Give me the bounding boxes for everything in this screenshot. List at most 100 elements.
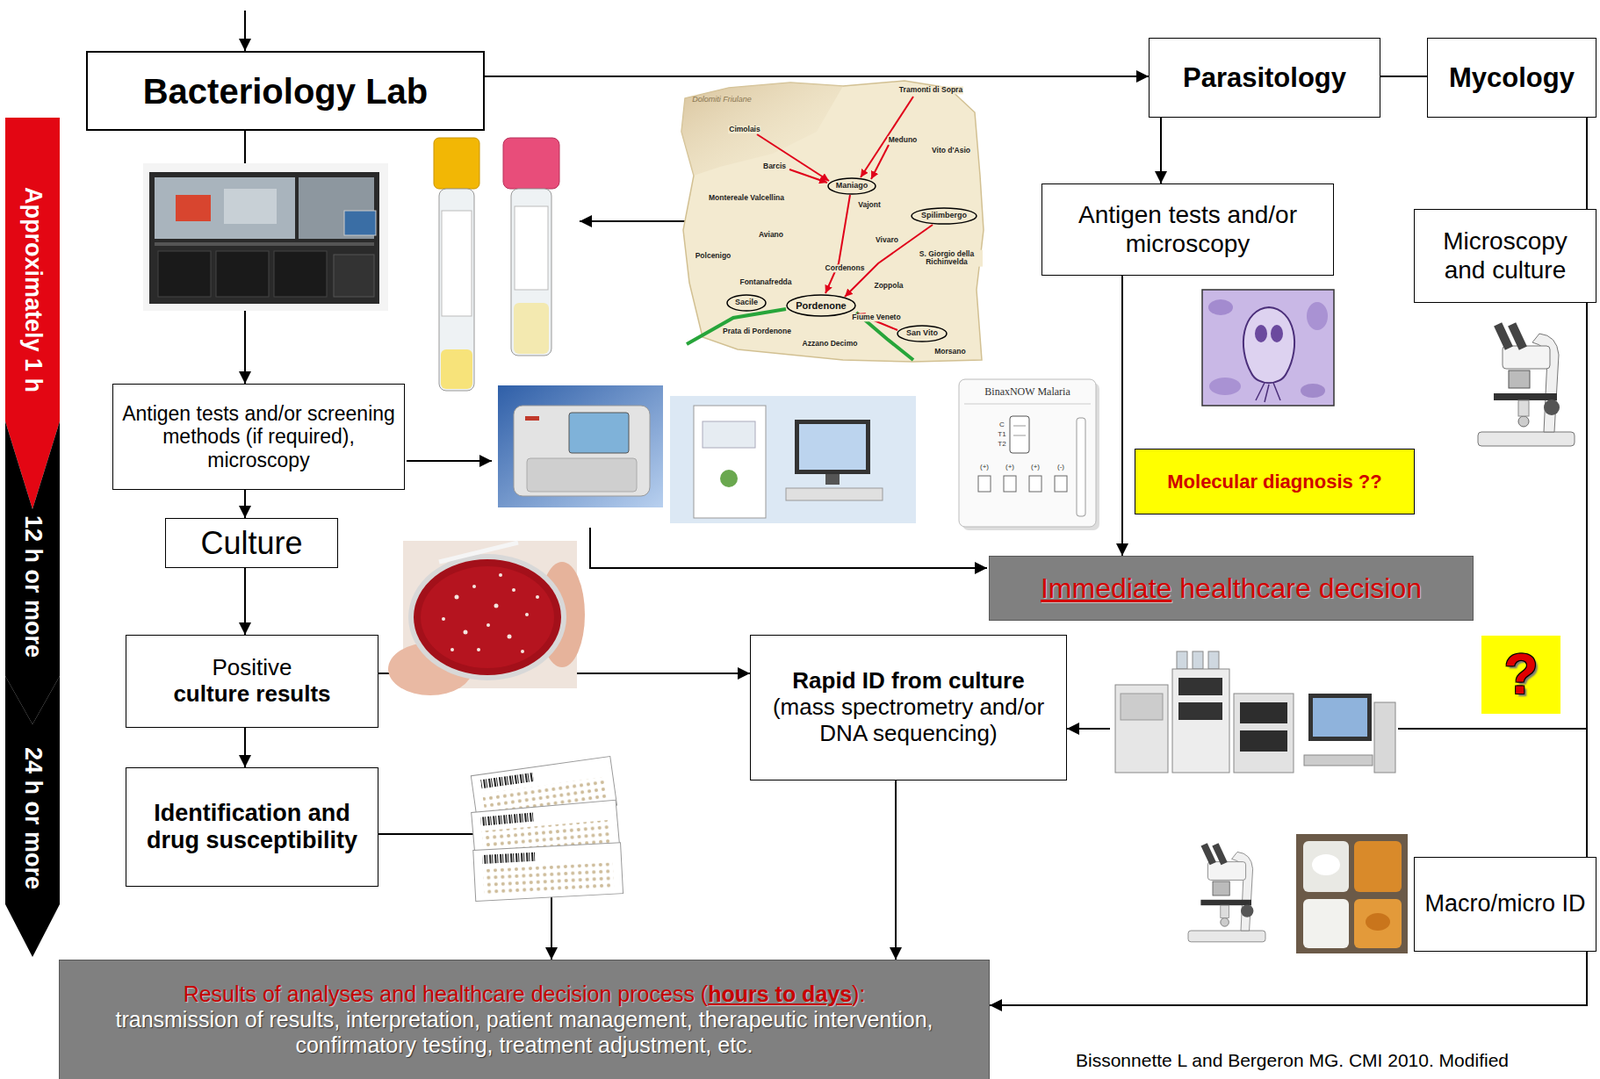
swab-tubes <box>433 137 560 391</box>
box-text: Culture <box>200 525 303 562</box>
box-text: ? <box>1503 642 1538 708</box>
card-mark: (-) <box>1057 463 1065 472</box>
malaria-test-card <box>958 379 1100 531</box>
map-label: Prata di Pordenone <box>721 327 793 336</box>
arrow-outline <box>5 676 60 958</box>
box-text: Rapid ID from culture(mass spectrometry … <box>763 668 1054 748</box>
map-label: Aviano <box>757 230 785 239</box>
box-text: Molecular diagnosis ?? <box>1167 470 1382 493</box>
microscope-frame <box>1175 834 1278 952</box>
text-line: Antigen tests and/or screening methods (… <box>122 402 396 472</box>
arrow-outline <box>5 421 60 725</box>
time-arrow: 12 h or more <box>5 421 60 725</box>
connector-arrow <box>244 568 246 635</box>
box-label: ? <box>1503 642 1538 707</box>
question-box: ? <box>1481 635 1561 714</box>
box-label: Identification and drug susceptibility <box>146 800 358 854</box>
box-text: Antigen tests and/or microscopy <box>1051 201 1325 258</box>
map-label: Montereale Valcellina <box>707 194 786 202</box>
process-box: Rapid ID from culture(mass spectrometry … <box>749 634 1067 781</box>
box-label: healthcare decision <box>1179 572 1422 605</box>
box-label: Antigen tests and/or microscopy <box>1078 201 1298 257</box>
id-card-strips <box>470 756 623 902</box>
map-label: Cordenons <box>824 264 866 273</box>
connector-arrow <box>244 727 246 768</box>
instrument-arrow <box>406 460 492 462</box>
text-line: Positive <box>172 655 331 682</box>
box-label: transmission of results, interpretation,… <box>115 1007 933 1058</box>
caption: Bissonnette L and Bergeron MG. CMI 2010.… <box>1075 1050 1509 1072</box>
box-label: Antigen tests and/or screening methods (… <box>122 402 396 472</box>
box-label: Molecular diagnosis ?? <box>1167 470 1382 493</box>
map-label: S. Giorgio della Richinvelda <box>910 250 983 267</box>
process-box: Macro/micro ID <box>1413 857 1597 952</box>
lab-box: Mycology <box>1427 37 1597 118</box>
text-line: Bacteriology Lab <box>143 71 429 112</box>
box-text: Identification and drug susceptibility <box>135 800 369 855</box>
map-label: Barcis <box>762 162 787 171</box>
box-text: Macro/micro ID <box>1424 890 1586 918</box>
card-mark: C <box>999 421 1005 430</box>
lab-box: Parasitology <box>1148 37 1381 118</box>
box-text: Parasitology <box>1182 62 1347 94</box>
parasite-micrograph <box>1202 289 1334 406</box>
decision-arrow <box>590 527 988 569</box>
box-label: Microscopy and culture <box>1442 227 1568 283</box>
process-box: Culture <box>165 518 339 569</box>
text-line: Culture <box>200 525 303 562</box>
process-box: Microscopy and culture <box>1413 209 1597 303</box>
map-label: Tramonti di Sopra <box>898 86 964 94</box>
connector-arrow <box>244 490 246 519</box>
map-label: Spilimbergo <box>920 211 968 221</box>
text-line: ? <box>1503 642 1538 708</box>
map-label: Meduno <box>887 136 919 145</box>
province-map <box>681 80 984 362</box>
box-label: Bacteriology Lab <box>143 72 429 111</box>
results-band: Results of analyses and healthcare decis… <box>58 959 990 1079</box>
map-label: San Vito <box>905 329 939 339</box>
map-label: Sacile <box>734 298 759 308</box>
map-label: Vajont <box>857 201 882 210</box>
map-label: Azzano Decimo <box>801 339 859 348</box>
process-box: Antigen tests and/or screening methods (… <box>112 383 405 491</box>
box-label: Results of analyses and healthcare decis… <box>183 981 709 1007</box>
lab-box: Bacteriology Lab <box>86 50 485 131</box>
box-text: Results of analyses and healthcare decis… <box>72 981 977 1058</box>
connector-arrow <box>1585 117 1588 210</box>
text-line: Parasitology <box>1182 62 1347 94</box>
box-label: Rapid ID from culture <box>792 667 1024 694</box>
box-label: Positive <box>211 654 292 681</box>
culture-plate-photo <box>388 540 585 696</box>
highlight-box: Molecular diagnosis ?? <box>1134 448 1415 515</box>
text-line: Microscopy and culture <box>1423 227 1587 284</box>
connector-arrow <box>1121 275 1124 556</box>
map-label: Dolomiti Friulane <box>691 95 752 105</box>
map-label: Morsano <box>933 347 966 356</box>
box-label: ): <box>851 981 865 1007</box>
mass-spectrometer-photo <box>1109 644 1399 784</box>
box-label: (mass spectrometry and/or DNA sequencing… <box>772 693 1045 747</box>
box-label: culture results <box>172 680 331 707</box>
text-line: Antigen tests and/or microscopy <box>1051 201 1325 258</box>
process-box: Antigen tests and/or microscopy <box>1041 183 1334 276</box>
card-mark: (+) <box>980 463 989 472</box>
time-label: 24 h or more <box>18 747 46 890</box>
connector-arrow <box>1160 117 1162 184</box>
card-mark: T2 <box>997 440 1006 449</box>
box-text: Bacteriology Lab <box>143 71 429 112</box>
fungal-culture-photo <box>1296 834 1408 954</box>
text-line: (mass spectrometry and/or DNA sequencing… <box>763 694 1054 748</box>
map-label: Cimolais <box>727 125 761 134</box>
text-line: Immediatehealthcare decision <box>1040 572 1422 606</box>
map-label: Polcenigo <box>694 252 733 260</box>
process-box: Positiveculture results <box>125 634 379 728</box>
box-label: Immediate <box>1040 572 1172 605</box>
map-label: Fiume Veneto <box>850 313 901 322</box>
card-label: BinaxNOW Malaria <box>984 386 1070 398</box>
lab-automation-photo <box>143 163 389 311</box>
box-label: Macro/micro ID <box>1424 890 1586 917</box>
box-text: Mycology <box>1448 62 1575 94</box>
microscope-photo <box>1188 843 1266 943</box>
urine-analyzer-photo <box>670 396 916 524</box>
